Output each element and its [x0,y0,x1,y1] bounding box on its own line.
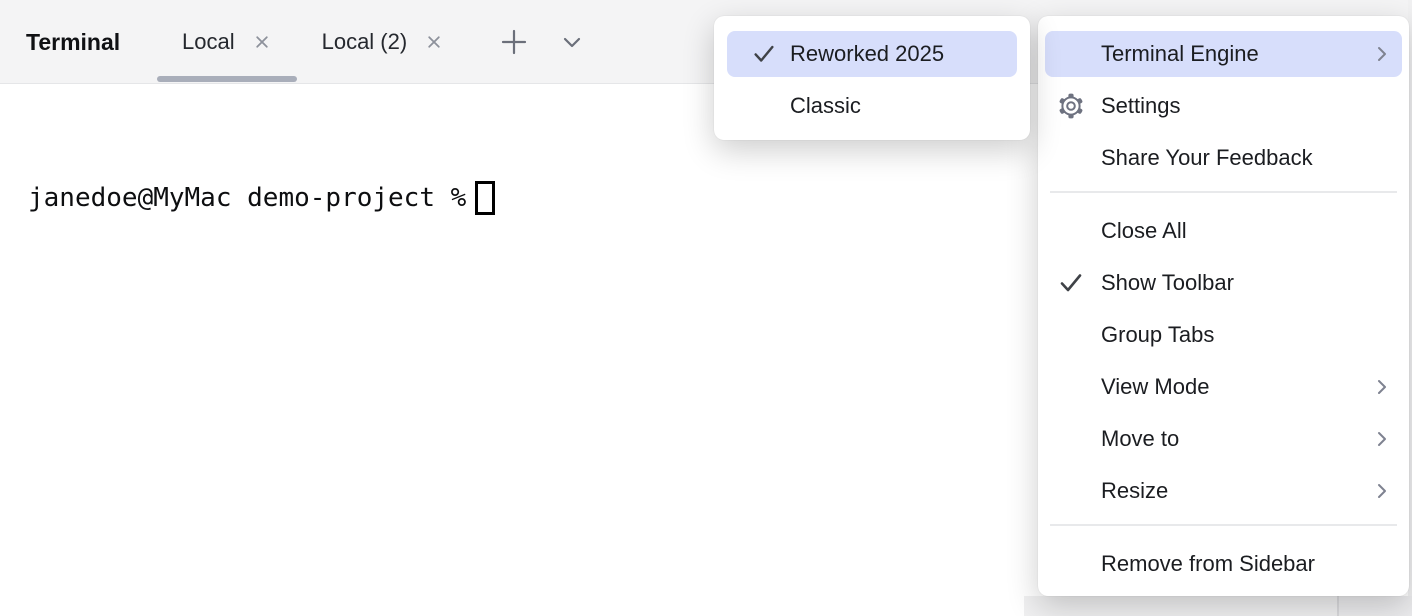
menu-item-show-toolbar[interactable]: Show Toolbar [1045,257,1402,309]
menu-separator [1050,524,1397,526]
tab-local-2[interactable]: Local (2) [297,0,470,84]
terminal-context-menu: Terminal Engine Settings [1038,16,1409,596]
tab-local[interactable]: Local [157,0,297,84]
background-panel-sliver [1408,0,1412,616]
menu-item-remove-from-sidebar[interactable]: Remove from Sidebar [1101,551,1315,576]
menu-separator [1050,191,1397,193]
submenu-item-classic[interactable]: Classic [790,93,861,118]
checkmark-icon [1057,269,1085,297]
terminal-tabs: Local Local (2) [157,0,591,84]
close-icon[interactable] [424,32,444,52]
menu-item-close-all[interactable]: Close All [1101,218,1187,243]
menu-item-resize[interactable]: Resize [1045,465,1402,517]
menu-item-share-your-feedback[interactable]: Share Your Feedback [1101,145,1313,170]
menu-item-move-to[interactable]: Move to [1045,413,1402,465]
tab-actions [495,0,591,84]
submenu-item-reworked-2025[interactable]: Reworked 2025 [727,28,1017,80]
terminal-engine-submenu: Reworked 2025 Classic [714,16,1030,140]
tab-label: Local (2) [321,29,408,54]
chevron-down-icon [564,37,581,48]
menu-item-settings[interactable]: Settings [1045,80,1402,132]
terminal-prompt-line: janedoe@MyMac demo-project % [28,179,496,217]
close-icon[interactable] [252,32,272,52]
submenu-arrow-icon [1376,44,1388,64]
terminal-prompt-text: janedoe@MyMac demo-project % [28,183,467,213]
submenu-arrow-icon [1376,377,1388,397]
submenu-arrow-icon [1376,481,1388,501]
terminal-cursor [475,181,496,215]
panel-divider [1337,596,1339,616]
checkmark-icon [751,41,777,67]
status-bar-fragment [1024,596,1412,616]
plus-icon [502,29,527,55]
active-tab-underline [157,76,297,82]
menu-item-terminal-engine[interactable]: Terminal Engine [1045,28,1402,80]
tool-window-title: Terminal [26,28,121,55]
tab-list-button[interactable] [553,23,591,61]
gear-icon [1057,92,1085,120]
submenu-arrow-icon [1376,429,1388,449]
tab-label: Local [182,29,235,54]
menu-item-group-tabs[interactable]: Group Tabs [1101,322,1215,347]
new-tab-button[interactable] [495,23,533,61]
menu-item-view-mode[interactable]: View Mode [1045,361,1402,413]
